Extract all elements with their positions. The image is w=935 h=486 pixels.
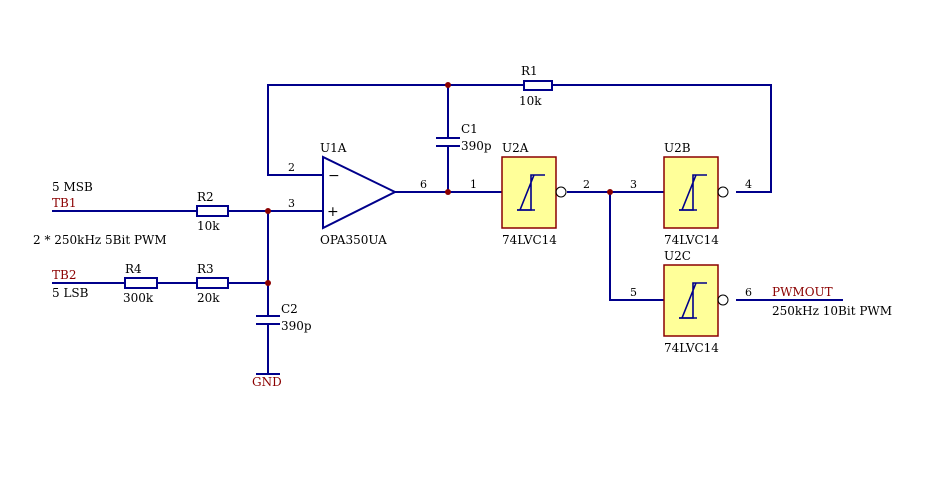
c1-ref: C1 <box>461 122 478 136</box>
opamp-u1a: − + U1A OPA350UA 2 3 6 <box>288 141 427 247</box>
r1-value: 10k <box>519 94 542 108</box>
r4-ref: R4 <box>125 262 142 276</box>
resistor-r3: R3 20k <box>196 262 229 305</box>
r2-ref: R2 <box>197 190 214 204</box>
pwm-input-note: 2 * 250kHz 5Bit PWM <box>33 233 167 247</box>
input-labels: 5 MSB TB1 2 * 250kHz 5Bit PWM TB2 5 LSB <box>33 180 167 300</box>
u2a-pin-in: 1 <box>470 178 477 191</box>
r3-value: 20k <box>197 291 220 305</box>
junction-dot <box>445 189 451 195</box>
junctions <box>265 82 613 286</box>
resistor-r1: R1 10k <box>519 64 553 108</box>
junction-dot <box>265 208 271 214</box>
u2b-pin-in: 3 <box>630 178 637 191</box>
pwmout-net-label: PWMOUT <box>772 285 833 299</box>
junction-dot <box>607 189 613 195</box>
u1a-pin-inv: 2 <box>288 161 295 174</box>
u2c-ref: U2C <box>664 249 691 263</box>
u2c-part: 74LVC14 <box>664 341 719 355</box>
u1a-minus-sign: − <box>328 168 340 184</box>
gnd-label: GND <box>252 375 282 389</box>
r1-ref: R1 <box>521 64 538 78</box>
wire-feedback-right <box>552 84 772 193</box>
u2b-pin-out: 4 <box>745 178 752 191</box>
u1a-pin-out: 6 <box>420 178 427 191</box>
tb2-net-label: TB2 <box>52 268 76 282</box>
u2a-ref: U2A <box>502 141 529 155</box>
u2b-part: 74LVC14 <box>664 233 719 247</box>
resistor-r2: R2 10k <box>196 190 229 233</box>
inverter-u2c: U2C 74LVC14 5 6 <box>630 249 752 355</box>
inverter-u2b: U2B 74LVC14 3 4 <box>630 141 752 247</box>
pwmout-note: 250kHz 10Bit PWM <box>772 304 892 318</box>
u1a-part: OPA350UA <box>320 233 387 247</box>
u2c-pin-in: 5 <box>630 286 637 299</box>
junction-dot <box>265 280 271 286</box>
tb1-note: 5 MSB <box>52 180 93 194</box>
c1-value: 390p <box>461 139 492 153</box>
c2-value: 390p <box>281 319 312 333</box>
wire-feedback-left <box>267 84 524 176</box>
tb2-note: 5 LSB <box>52 286 89 300</box>
r4-value: 300k <box>123 291 154 305</box>
capacitor-c2: C2 390p <box>256 302 312 333</box>
r2-value: 10k <box>197 219 220 233</box>
u1a-ref: U1A <box>320 141 347 155</box>
output-labels: PWMOUT 250kHz 10Bit PWM <box>772 285 892 318</box>
u2a-part: 74LVC14 <box>502 233 557 247</box>
r3-ref: R3 <box>197 262 214 276</box>
u2c-pin-out: 6 <box>745 286 752 299</box>
ground-symbol: GND <box>252 373 282 389</box>
u2b-ref: U2B <box>664 141 691 155</box>
resistor-r4: R4 300k <box>123 262 158 305</box>
u2a-pin-out: 2 <box>583 178 590 191</box>
u1a-plus-sign: + <box>327 204 339 220</box>
wires <box>52 84 843 374</box>
capacitor-c1: C1 390p <box>436 122 492 153</box>
u1a-pin-noninv: 3 <box>288 197 295 210</box>
tb1-net-label: TB1 <box>52 196 76 210</box>
wire-branch-u2c <box>609 192 664 301</box>
junction-dot <box>445 82 451 88</box>
inverter-u2a: U2A 74LVC14 1 2 <box>470 141 590 247</box>
c2-ref: C2 <box>281 302 298 316</box>
